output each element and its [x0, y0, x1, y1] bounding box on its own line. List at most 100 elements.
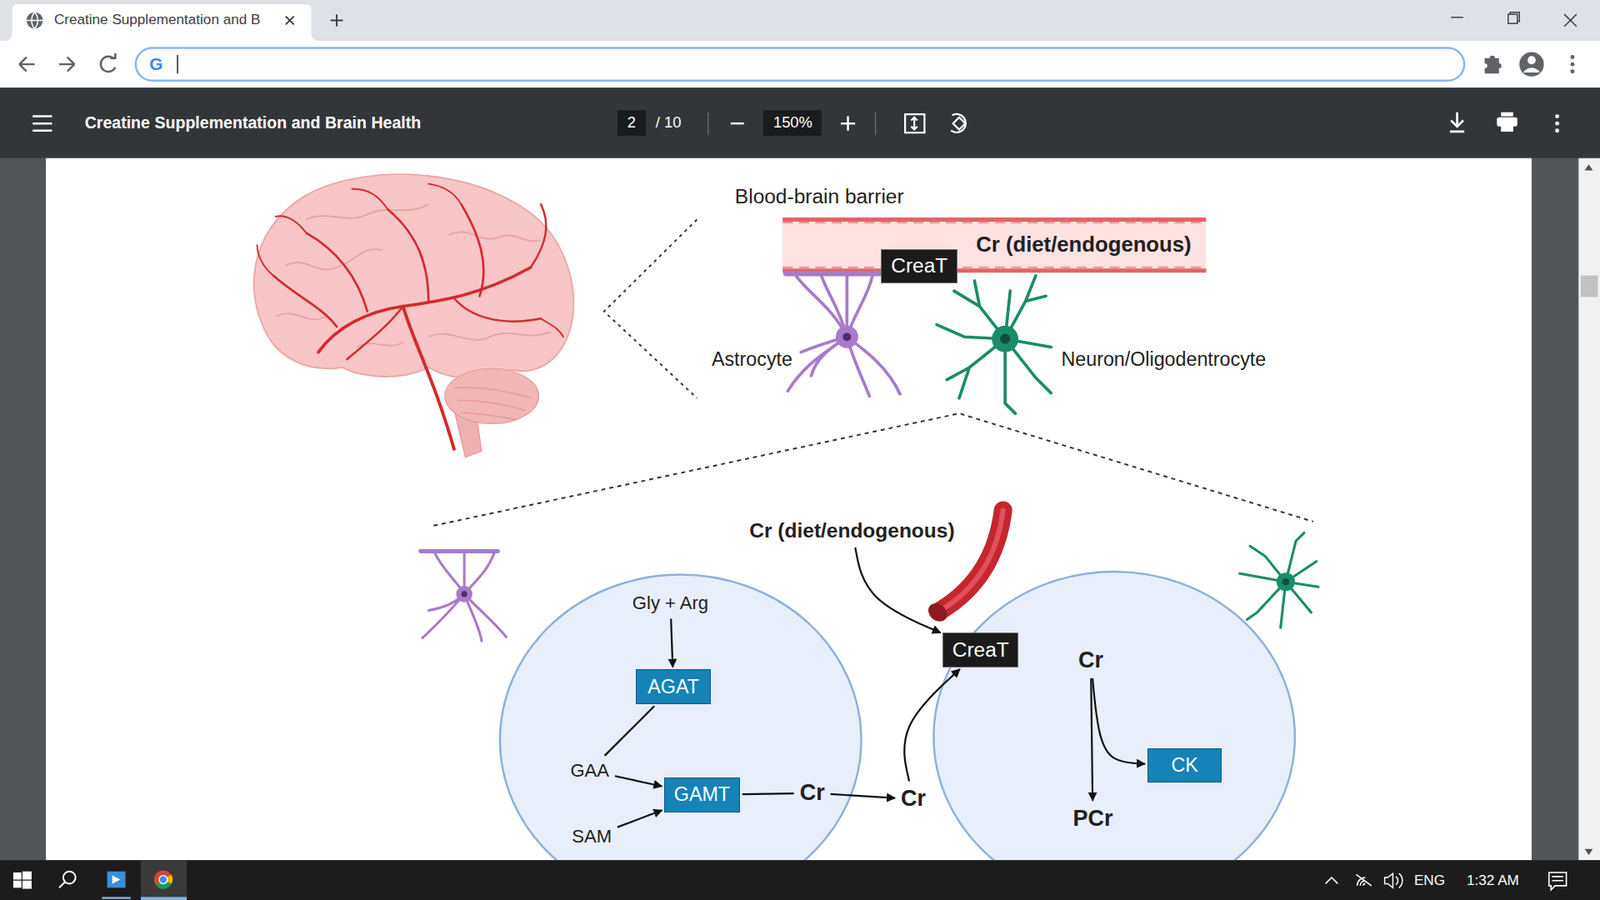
node-text: SAM	[571, 825, 612, 847]
node-text: CreaT	[890, 254, 948, 278]
diagram-illustration	[254, 174, 1319, 860]
transporter-box: CreaT	[942, 632, 1019, 668]
profile-icon	[1527, 55, 1536, 65]
chrome-taskbar-icon	[140, 860, 187, 900]
globe-icon	[26, 12, 44, 30]
clock-time: 1:32 AM	[1466, 872, 1520, 890]
zoom-level: 150%	[773, 113, 813, 131]
globe-icon	[26, 12, 44, 30]
profile-icon	[1523, 67, 1540, 73]
search-icon	[59, 871, 76, 889]
restore-icon	[1508, 12, 1520, 24]
chrome-taskbar-icon	[159, 875, 168, 885]
enzyme-box: GAMT	[664, 777, 740, 813]
reaction-arrow	[830, 794, 895, 799]
chrome-taskbar-icon	[140, 896, 187, 900]
app-icon	[101, 896, 130, 899]
zoom-in-icon	[840, 116, 855, 131]
notification-icon	[1549, 872, 1567, 890]
region-label: Blood-brain barrier	[735, 185, 905, 209]
astrocyte-figure	[835, 325, 859, 349]
document-title: Creatine Supplementation and Brain Healt…	[85, 113, 422, 133]
zoom-out-icon	[730, 122, 745, 125]
brain-illustration	[530, 204, 547, 268]
node-text: Cr	[800, 780, 825, 806]
print-icon	[1496, 112, 1517, 132]
tab-strip	[0, 0, 1600, 41]
small-neuron	[1240, 532, 1319, 628]
keyboard-language: ENG	[1414, 872, 1445, 890]
fit-page-icon	[905, 114, 925, 133]
zoom-leader	[433, 413, 1314, 526]
reaction-arrow	[615, 775, 662, 786]
transporter-box: CreaT	[880, 249, 958, 285]
search-engine-logo: G	[149, 54, 163, 75]
zoom-leader	[604, 219, 697, 398]
more-icon	[1555, 121, 1560, 126]
brain-illustration	[275, 204, 552, 347]
menu-icon	[1570, 62, 1575, 67]
brain-illustration	[346, 305, 403, 360]
zoom-input	[763, 110, 822, 136]
reaction-arrow	[742, 793, 795, 795]
node-text: Cr	[1078, 647, 1104, 674]
menu-icon	[1570, 55, 1575, 74]
forward-icon	[59, 57, 75, 72]
more-icon	[1555, 114, 1560, 119]
search-icon	[59, 881, 65, 888]
minimize-icon	[1450, 16, 1464, 18]
hamburger-icon	[32, 116, 52, 131]
metabolite-label: PCr	[1069, 803, 1116, 835]
small-neuron	[1276, 572, 1295, 591]
brain-illustration	[305, 232, 367, 311]
node-text: AGAT	[647, 675, 700, 699]
brain-illustration	[257, 183, 564, 337]
cell-label: Astrocyte	[711, 348, 793, 371]
brain-illustration	[318, 267, 531, 353]
reload-icon	[110, 53, 115, 59]
fit-page-icon	[910, 117, 917, 130]
metabolite-label: GAA	[566, 757, 613, 784]
extensions-icon	[1485, 55, 1502, 74]
blood-vessel-band	[782, 222, 1206, 268]
reaction-arrow	[904, 669, 960, 782]
more-icon	[1555, 128, 1560, 133]
node-text: Cr	[900, 785, 926, 812]
blood-vessel-band	[782, 219, 1206, 270]
brain-illustration	[445, 368, 540, 424]
active-tab	[4, 4, 320, 41]
node-text: GAMT	[674, 783, 730, 806]
metabolite-label: SAM	[568, 823, 615, 850]
close-tab-icon	[285, 16, 295, 25]
chrome-taskbar-icon	[140, 860, 187, 900]
node-text: Cr (diet/endogenous)	[749, 519, 955, 543]
enzyme-box: CK	[1147, 748, 1222, 784]
app-icon	[112, 875, 121, 885]
neuron-cell	[933, 571, 1295, 861]
download-icon	[1450, 112, 1465, 132]
blood-vessel-tube	[925, 599, 951, 625]
neuron-figure	[936, 275, 1051, 414]
menu-icon	[1570, 69, 1575, 74]
brain-illustration	[403, 305, 455, 449]
brain-illustration	[254, 174, 575, 379]
small-astrocyte	[420, 549, 498, 554]
pdf-toolbar	[0, 87, 1600, 158]
profile-icon	[1519, 51, 1544, 76]
astrocyte-cell	[500, 574, 861, 860]
scrollbar-thumb	[1580, 275, 1599, 298]
reaction-arrow	[1092, 678, 1145, 765]
neuron-figure	[1000, 333, 1010, 344]
metabolite-label: Gly + Arg	[629, 590, 712, 616]
node-text: CK	[1170, 754, 1198, 777]
brain-illustration	[254, 174, 575, 458]
reaction-arrow	[617, 810, 662, 827]
astrocyte-figure	[785, 273, 900, 396]
network-icon	[1355, 874, 1371, 885]
menu-icon	[1570, 55, 1575, 60]
diagram-illustration	[0, 158, 1600, 860]
more-icon	[1555, 114, 1560, 133]
node-layer: CreaT Cr (diet/endogenous) Gly + ArgAGAT Cr…	[0, 158, 1600, 860]
astrocyte-figure	[787, 275, 900, 396]
brain-illustration	[273, 275, 337, 327]
